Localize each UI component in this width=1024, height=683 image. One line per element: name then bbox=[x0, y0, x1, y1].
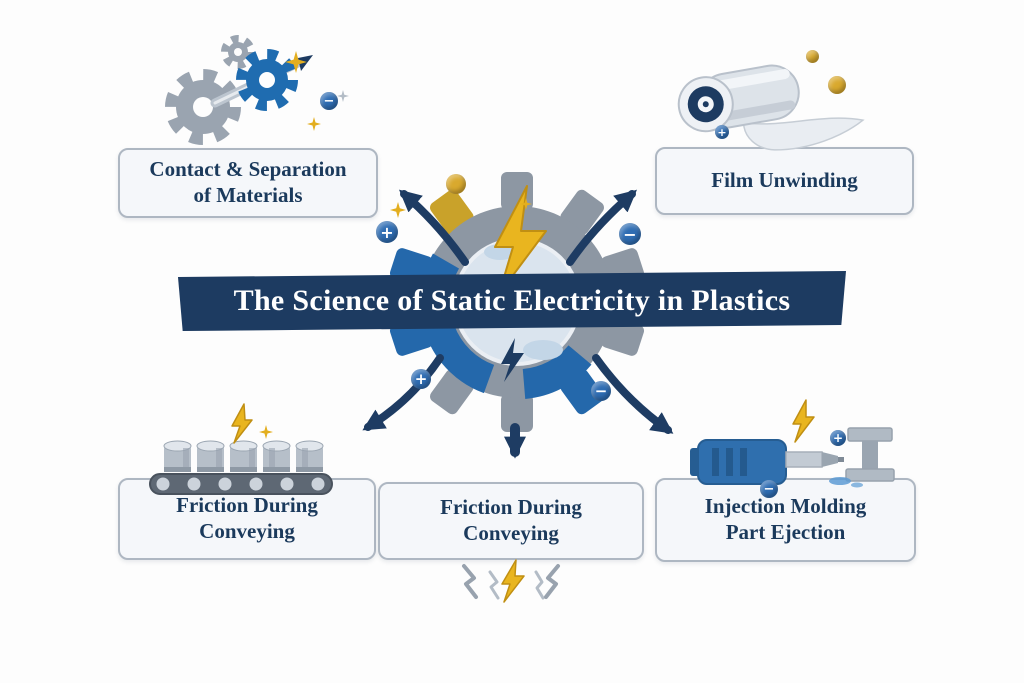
charge-plus-icon: + bbox=[715, 125, 729, 139]
lightning-bolt-icon bbox=[231, 403, 253, 444]
small-lightning-icon bbox=[501, 338, 524, 382]
charge-minus-icon: − bbox=[591, 381, 611, 401]
node-label: Friction During bbox=[176, 493, 318, 518]
charge-minus-icon: − bbox=[619, 223, 641, 245]
node-friction-conveying-center: Friction During Conveying bbox=[378, 482, 644, 560]
static-discharge-icon bbox=[462, 559, 560, 603]
node-label: Contact & Separation bbox=[149, 157, 347, 182]
node-injection-molding: Injection Molding Part Ejection bbox=[655, 478, 916, 562]
node-label: Conveying bbox=[199, 519, 295, 543]
node-label: Film Unwinding bbox=[711, 168, 858, 193]
lightning-bolt-icon bbox=[792, 399, 815, 443]
charge-plus-icon: + bbox=[411, 369, 431, 389]
node-label: Friction During bbox=[440, 495, 582, 520]
node-label: Part Ejection bbox=[725, 520, 846, 544]
main-title: The Science of Static Electricity in Pla… bbox=[233, 284, 791, 317]
title-banner: The Science of Static Electricity in Pla… bbox=[178, 271, 846, 331]
node-friction-conveying-left: Friction During Conveying bbox=[118, 478, 376, 560]
node-label: Injection Molding bbox=[704, 494, 867, 519]
canisters bbox=[163, 440, 324, 472]
charge-plus-icon: + bbox=[376, 221, 398, 243]
charge-minus-icon: − bbox=[760, 480, 778, 498]
charge-bead-icon bbox=[828, 76, 846, 94]
arrow-to-top-left bbox=[399, 189, 469, 266]
sparkle-icons bbox=[259, 51, 532, 439]
node-contact-separation: Contact & Separation of Materials bbox=[118, 148, 378, 218]
charge-minus-icon: − bbox=[320, 92, 338, 110]
injection-molding-machine-icon bbox=[690, 399, 895, 488]
node-film-unwinding: Film Unwinding bbox=[655, 147, 914, 215]
node-label: of Materials bbox=[193, 183, 303, 207]
interlocking-gears-icon bbox=[165, 35, 313, 145]
node-label: Conveying bbox=[463, 521, 559, 545]
charge-plus-icon: + bbox=[830, 430, 846, 446]
charge-bead-icon bbox=[806, 50, 819, 63]
arrow-to-bottom-left bbox=[362, 354, 444, 431]
charge-bead-icon bbox=[446, 174, 466, 194]
